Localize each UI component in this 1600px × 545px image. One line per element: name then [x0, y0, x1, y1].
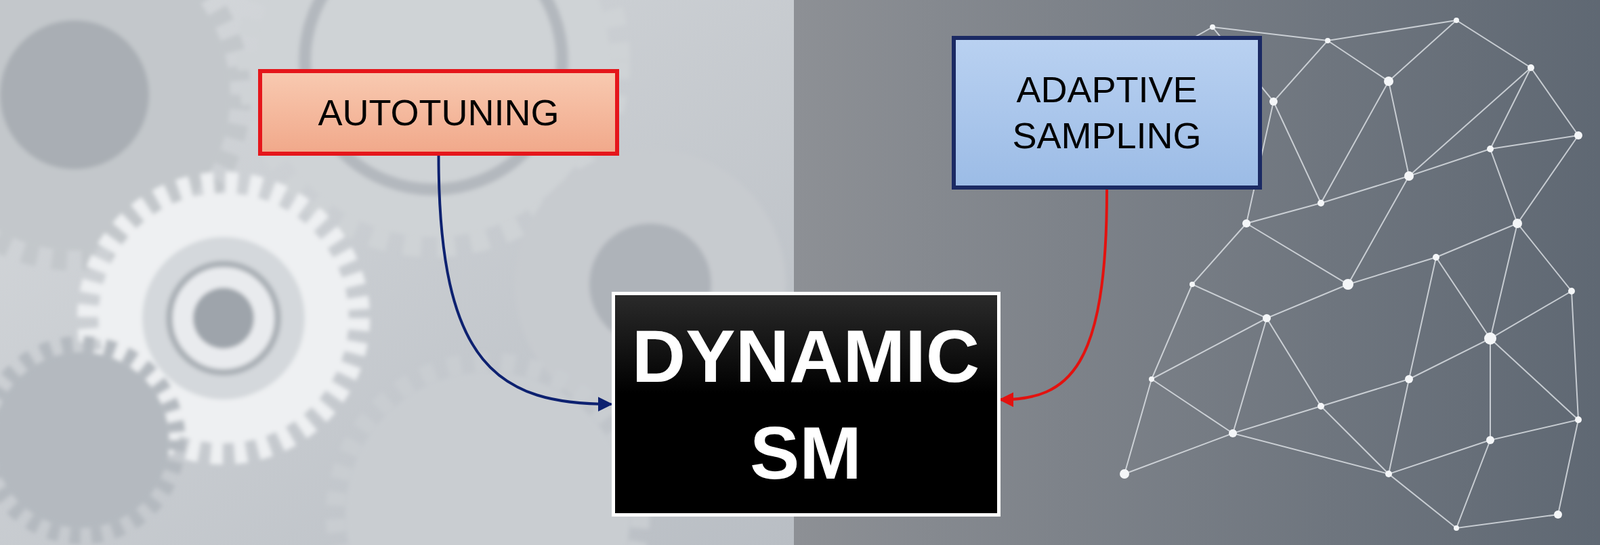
gear-bore	[193, 287, 255, 349]
curved-arrow	[438, 155, 612, 405]
box-label: DYNAMIC SM	[632, 307, 980, 502]
gear	[335, 362, 641, 545]
box-label: ADAPTIVE SAMPLING	[1012, 67, 1202, 159]
gear	[0, 344, 178, 537]
gear-body	[0, 352, 170, 529]
gear-teeth	[0, 344, 178, 537]
curved-arrow	[1000, 189, 1108, 400]
result-box: DYNAMIC SM	[611, 291, 1001, 517]
gear-teeth	[335, 362, 641, 545]
process-box: ADAPTIVE SAMPLING	[951, 35, 1262, 190]
gear-ring	[304, 0, 563, 190]
gear-hub	[169, 264, 278, 373]
gear-web	[142, 237, 305, 400]
process-box: AUTOTUNING	[258, 69, 620, 156]
box-label: AUTOTUNING	[317, 90, 559, 135]
gear-hub	[0, 20, 150, 170]
